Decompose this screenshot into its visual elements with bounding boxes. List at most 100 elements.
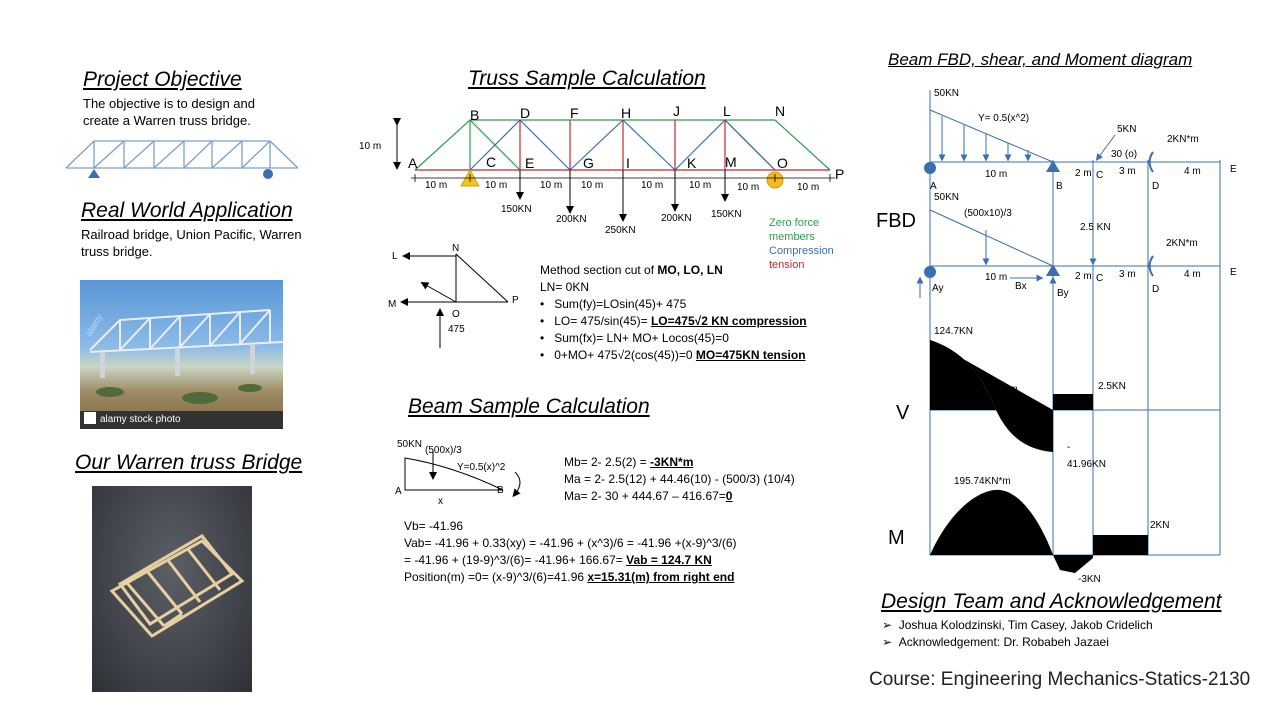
fbd-top-load: 50KN (934, 88, 959, 99)
fbd-top-moment: 2KN*m (1167, 134, 1199, 145)
node-H: H (621, 105, 631, 121)
our-bridge-heading: Our Warren truss Bridge (75, 451, 303, 474)
fbd-bottom-C: C (1096, 273, 1103, 284)
fbd-top-eq: Y= 0.5(x^2) (978, 113, 1029, 124)
mb-equation: Mb= 2- 2.5(2) = -3KN*m (564, 455, 694, 469)
span-label: 10 m (485, 180, 507, 191)
fbd-moment-icon (1148, 151, 1154, 173)
load-150-right: 150KN (711, 209, 742, 220)
fbd-bottom-By: By (1057, 288, 1069, 299)
shear-area-positive (930, 340, 996, 410)
alamy-logo-icon (84, 412, 96, 424)
span-label: 10 m (737, 182, 759, 193)
span-label: 10 m (425, 180, 447, 191)
truss-heading: Truss Sample Calculation (468, 67, 706, 90)
load-150-left: 150KN (501, 204, 532, 215)
section-label-L: L (392, 251, 398, 262)
load-200-right: 200KN (661, 213, 692, 224)
section-load: 475 (448, 324, 465, 335)
shear-area-left (930, 340, 1053, 452)
beam-fig-A: A (395, 486, 402, 497)
fbd-bottom-pin-icon (924, 266, 936, 278)
ma-equation-2: Ma= 2- 30 + 444.67 – 416.67=0 (564, 489, 733, 503)
span-label: 10 m (797, 182, 819, 193)
arrow-bullet-icon: ➢ (882, 618, 893, 632)
beam-fig-B: B (497, 485, 504, 496)
fbd-bottom-d2: 2 m (1075, 271, 1092, 282)
node-O: O (777, 155, 788, 171)
shear-neg-sign: - (1067, 442, 1070, 453)
fbd-bottom-Ay: Ay (932, 283, 944, 294)
node-G: G (583, 155, 594, 171)
node-F: F (570, 105, 579, 121)
node-M: M (725, 154, 737, 170)
moment-calc: Mb= 2- 2.5(2) = -3KN*m Ma = 2- 2.5(12) +… (564, 454, 795, 505)
fbd-side-label: FBD (876, 210, 916, 232)
model-bridge-photo (92, 486, 252, 692)
moment-area-positive (930, 489, 1053, 555)
fbd-top-5kn: 5KN (1117, 124, 1136, 135)
fbd-top-E: E (1230, 164, 1237, 175)
beam-fig-force: 50KN (397, 439, 422, 450)
real-world-text: Railroad bridge, Union Pacific, Warren t… (81, 227, 302, 259)
node-J: J (673, 103, 680, 119)
roller-support-icon (263, 169, 273, 179)
beam-diagrams: 50KN Y= 0.5(x^2) 5KN 30 (o) 2KN*m 10 m 2… (916, 88, 1237, 585)
fbd-top-d1: 10 m (985, 169, 1007, 180)
span-label: 10 m (540, 180, 562, 191)
beam-fig-eq: Y=0.5(x)^2 (457, 462, 506, 473)
node-A: A (408, 155, 418, 171)
photo-caption-bar: alamy stock photo (80, 411, 283, 429)
photo-caption: alamy stock photo (100, 414, 181, 425)
shear-calc: Vb= -41.96 Vab= -41.96 + 0.33(xy) = -41.… (404, 518, 737, 586)
shear-max-label: 124.7KN (934, 326, 973, 337)
objective-text: The objective is to design and create a … (83, 96, 255, 128)
span-label: 10 m (581, 180, 603, 191)
shear-right-label: 2.5KN (1098, 381, 1126, 392)
vab-equation-2: = -41.96 + (19-9)^3/(6)= -41.96+ 166.67=… (404, 553, 712, 567)
truss-diagram: 10 m B D F H J L N A C E G I K M O P 10 … (359, 103, 844, 236)
section-label-P: P (512, 295, 519, 306)
ma-equation-1: Ma = 2- 2.5(12) + 44.46(10) - (500/3) (1… (564, 472, 795, 486)
method-bullet: • Sum(fx)= LN+ MO+ Locos(45)=0 (540, 331, 729, 345)
load-200-left: 200KN (556, 214, 587, 225)
section-label-N: N (452, 243, 459, 254)
section-label-O: O (452, 309, 460, 320)
truss-legend: Zero force members Compression tension (769, 216, 849, 272)
node-B: B (470, 107, 479, 123)
fbd-top-A: A (930, 181, 937, 192)
node-N: N (775, 103, 785, 119)
vab-equation-1: Vab= -41.96 + 0.33(xy) = -41.96 + (x^3)/… (404, 536, 737, 550)
fbd-top-C: C (1096, 170, 1103, 181)
position-equation: Position(m) =0= (x-9)^3/(6)=41.96 x=15.3… (404, 570, 735, 584)
beam-fig-x: x (438, 496, 443, 507)
team-members: ➢ Joshua Kolodzinski, Tim Casey, Jakob C… (882, 618, 1153, 632)
node-E: E (525, 155, 534, 171)
method-title: Method section cut of MO, LO, LN (540, 263, 723, 277)
fbd-bottom-load: 50KN (934, 192, 959, 203)
load-250: 250KN (605, 225, 636, 236)
beam-fig-area: (500x)/3 (425, 445, 462, 456)
legend-zero-force: Zero force members (769, 217, 820, 243)
fbd-bottom-moment-icon (1148, 255, 1154, 277)
fbd-support-B-icon (1046, 160, 1060, 172)
mini-truss-diagram (65, 140, 299, 179)
shear-area-right (1053, 394, 1093, 410)
fbd-top-B: B (1056, 181, 1063, 192)
team-heading: Design Team and Acknowledgement (881, 590, 1222, 613)
moment-area-negative (1053, 555, 1093, 573)
section-label-M: M (388, 299, 396, 310)
fbd-top-d2: 2 m (1075, 168, 1092, 179)
team-list: ➢ Joshua Kolodzinski, Tim Casey, Jakob C… (882, 617, 1153, 651)
node-I: I (626, 155, 630, 171)
shear-neg-label: 41.96KN (1067, 459, 1106, 470)
moment-area-right (1093, 535, 1148, 555)
truss-height-label: 10 m (359, 141, 381, 152)
span-label: 10 m (641, 180, 663, 191)
vb-equation: Vb= -41.96 (404, 519, 464, 533)
fbd-top-d4: 4 m (1184, 166, 1201, 177)
method-line1: LN= 0KN (540, 280, 590, 294)
method-bullet: • 0+MO+ 475√2(cos(45))=0 MO=475KN tensio… (540, 348, 806, 362)
moment-right-label: 2KN (1150, 520, 1169, 531)
method-bullet: • LO= 475/sin(45)= LO=475√2 KN compressi… (540, 314, 807, 328)
